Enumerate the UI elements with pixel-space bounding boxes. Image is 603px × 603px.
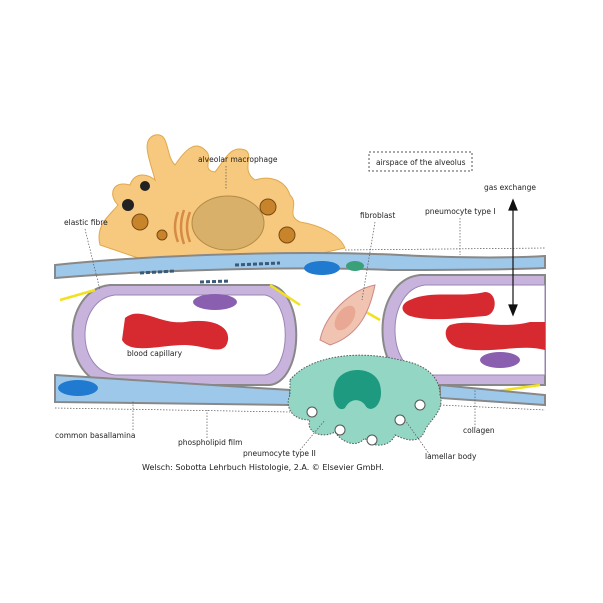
label-pneumocyte-type-1: pneumocyte type I: [425, 207, 496, 216]
caption: Welsch: Sobotta Lehrbuch Histologie, 2.A…: [142, 463, 384, 472]
mitochondrion: [346, 261, 364, 271]
endothelial-nucleus: [193, 294, 237, 310]
label-gas-exchange: gas exchange: [484, 183, 536, 192]
erythrocyte-right-1: [402, 292, 495, 320]
erythrocyte: [122, 313, 229, 350]
label-collagen: collagen: [463, 426, 495, 435]
golgi: [173, 209, 192, 245]
label-airspace: airspace of the alveolus: [376, 158, 466, 167]
phospholipid-film: [54, 247, 546, 413]
pneumocyte-1-nucleus: [304, 261, 340, 275]
leader-lines: [84, 166, 476, 456]
label-common-basallamina: common basallamina: [55, 431, 135, 440]
label-elastic-fibre: elastic fibre: [64, 218, 108, 227]
phagosomes: [131, 198, 296, 244]
gas-exchange-arrow-icon: [508, 198, 518, 317]
label-pneumocyte-type-2: pneumocyte type II: [243, 449, 316, 458]
label-fibroblast: fibroblast: [360, 211, 395, 220]
pneumocyte-1-nucleus-lower: [58, 380, 98, 396]
pneumocyte-type-1-upper: [54, 252, 546, 280]
fibroblast-nucleus: [334, 305, 356, 331]
airspace-box: [368, 151, 473, 172]
collagen-fibre: [139, 261, 281, 284]
macrophage-nucleus: [191, 195, 265, 251]
label-alveolar-macrophage: alveolar macrophage: [198, 155, 278, 164]
label-blood-capillary: blood capillary: [127, 349, 183, 358]
erythrocyte-right-2: [445, 322, 545, 351]
lamellar-bodies: [306, 399, 426, 446]
label-phospholipid-film: phospholipid film: [178, 438, 242, 447]
label-lamellar-body: lamellar body: [425, 452, 477, 461]
endothelial-nucleus-right: [480, 352, 520, 368]
pneumocyte-2-nucleus: [333, 370, 382, 410]
particles-icon: [122, 181, 150, 211]
